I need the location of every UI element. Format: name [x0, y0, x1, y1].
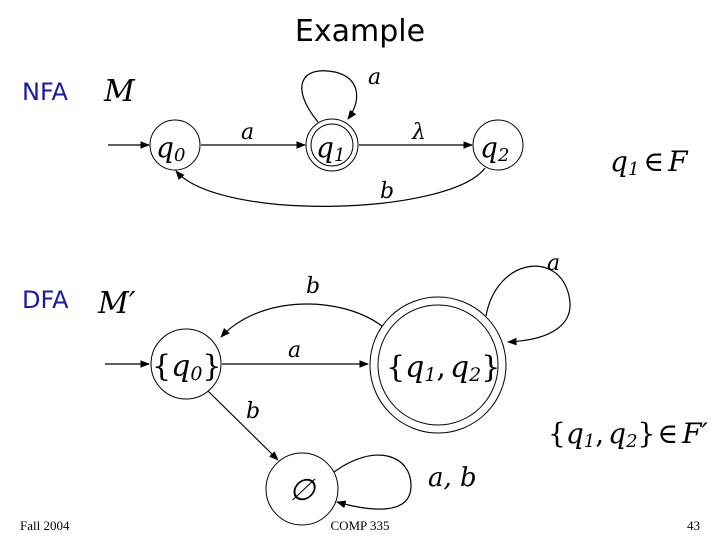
footer-page-number: 43: [687, 518, 700, 533]
dfa-state-q12-label: {q1,q2}: [386, 350, 500, 386]
nfa-accept-condition: q1∈F: [610, 145, 689, 180]
nfa-state-q2: q2: [472, 119, 524, 171]
nfa-state-q2-label: q2: [480, 131, 509, 166]
dfa-state-q12: {q1,q2}: [369, 296, 507, 434]
dfa-edge-q0-q12-label: a: [288, 338, 301, 363]
dfa-machine-name: M′: [97, 286, 136, 321]
slide-title: Example: [294, 14, 426, 49]
dfa-edge-q12-q0-label: b: [306, 274, 320, 299]
dfa-edge-q0-empty-label: b: [246, 399, 260, 424]
nfa-edge-q2-q0-label: b: [380, 179, 394, 204]
nfa-edge-q1-q2-label: λ: [411, 120, 426, 145]
nfa-state-q1-label: q1: [316, 131, 345, 166]
nfa-edge-q2-q0: [175, 167, 486, 207]
dfa-edge-q0-empty: [207, 390, 279, 461]
nfa-edge-q0-q1-label: a: [241, 120, 254, 145]
footer-course: COMP 335: [330, 518, 390, 533]
dfa-state-q0-label: {q0}: [152, 349, 222, 385]
nfa-machine-name: M: [103, 74, 136, 109]
dfa-accept-condition: {q1,q2}∈F′: [548, 417, 709, 452]
dfa-state-empty: ∅: [265, 452, 339, 526]
dfa-loop-empty: [333, 454, 412, 510]
nfa-loop-q1-label: a: [368, 65, 381, 90]
dfa-loop-q12-label: a: [547, 251, 560, 276]
dfa-label: DFA: [22, 286, 69, 314]
dfa-edge-q12-q0: [220, 303, 383, 338]
nfa-loop-q1: [301, 70, 358, 123]
dfa-loop-empty-label: a, b: [428, 463, 477, 493]
empty-set-icon: ∅: [289, 473, 317, 508]
footer-date: Fall 2004: [20, 518, 70, 533]
nfa-state-q1: q1: [305, 118, 359, 172]
dfa-loop-q12: [485, 265, 571, 346]
nfa-state-q0: q0: [149, 119, 201, 171]
nfa-label: NFA: [22, 78, 68, 106]
dfa-state-q0: {q0}: [150, 328, 222, 400]
nfa-state-q0-label: q0: [156, 131, 185, 166]
